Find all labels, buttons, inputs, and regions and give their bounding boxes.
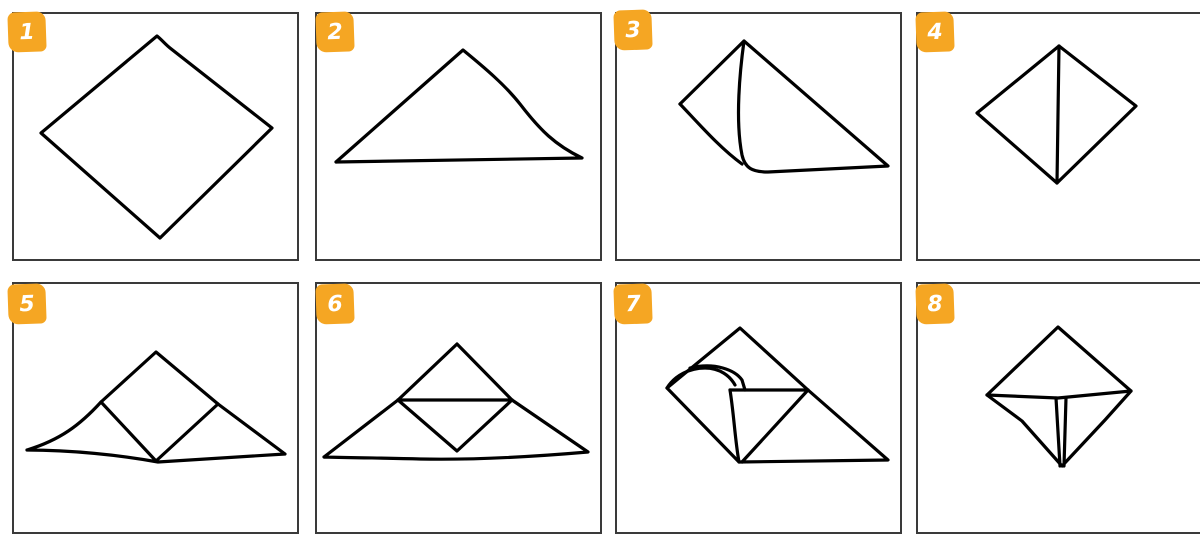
step-badge-1: 1 [7,11,46,52]
step-panel-1 [12,12,299,261]
step-number-label: 4 [927,19,943,45]
step-badge-7: 7 [613,283,652,324]
step-number-label: 5 [19,291,35,317]
step-badge-8: 8 [915,283,954,324]
step-badge-2: 2 [315,11,354,52]
step-badge-5: 5 [7,283,46,324]
step-number-label: 3 [625,17,641,43]
step-badge-3: 3 [613,9,652,50]
step-number-label: 1 [19,19,35,45]
step-badge-6: 6 [315,283,354,324]
step-panel-7 [615,282,902,534]
step-panel-4 [916,12,1200,261]
step-number-label: 7 [625,291,641,317]
step-panel-6 [315,282,602,534]
step-panel-8 [916,282,1200,534]
step-number-label: 6 [327,291,343,317]
step-panel-2 [315,12,602,261]
step-badge-4: 4 [915,11,954,52]
step-panel-5 [12,282,299,534]
step-number-label: 2 [327,19,343,45]
step-panel-3 [615,12,902,261]
step-number-label: 8 [927,291,943,317]
